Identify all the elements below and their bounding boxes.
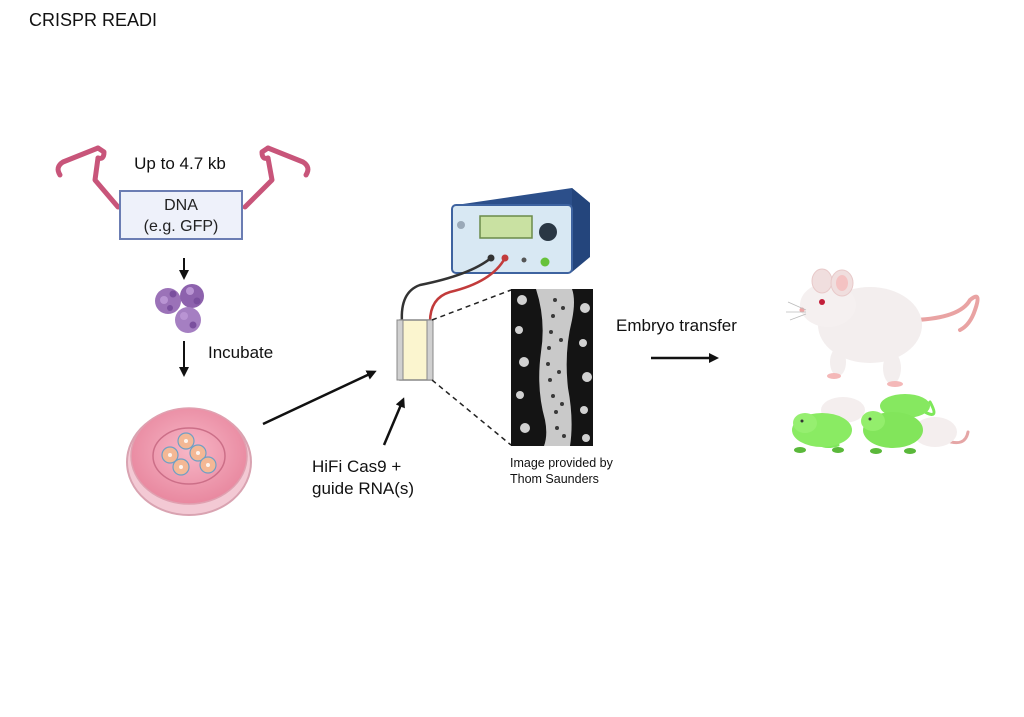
incubate-label: Incubate <box>208 343 274 362</box>
itr-hairpin-icon <box>55 145 311 210</box>
electroporator-icon <box>451 188 590 274</box>
cas9-label-line1: HiFi Cas9 + <box>312 457 402 476</box>
image-credit-line2: Thom Saunders <box>510 472 599 486</box>
embryo-transfer-label: Embryo transfer <box>616 316 737 335</box>
zoom-line-bottom <box>431 379 512 446</box>
diagram-title: CRISPR READI <box>29 10 158 30</box>
petri-dish-icon <box>126 407 252 516</box>
mouse-icon <box>786 268 980 387</box>
cas9-label-line2: guide RNA(s) <box>312 479 415 498</box>
dna-size-label: Up to 4.7 kb <box>134 154 226 173</box>
aav-capsid-icon <box>155 284 204 333</box>
arrow-dish-to-cuvette <box>262 370 377 426</box>
dna-box: DNA (e.g. GFP) <box>119 190 243 240</box>
arrow-cas9-to-cuvette <box>382 397 405 446</box>
dna-box-title: DNA <box>164 197 198 214</box>
cuvette-icon <box>396 319 434 381</box>
cas9-label: HiFi Cas9 + guide RNA(s) <box>312 456 414 500</box>
micrograph-image <box>511 289 593 446</box>
black-wire <box>400 257 492 323</box>
red-wire <box>428 257 507 323</box>
image-credit-line1: Image provided by <box>510 456 613 470</box>
gfp-pups-icon <box>792 394 970 454</box>
dna-box-example: (e.g. GFP) <box>143 218 219 235</box>
image-credit: Image provided by Thom Saunders <box>510 455 613 487</box>
